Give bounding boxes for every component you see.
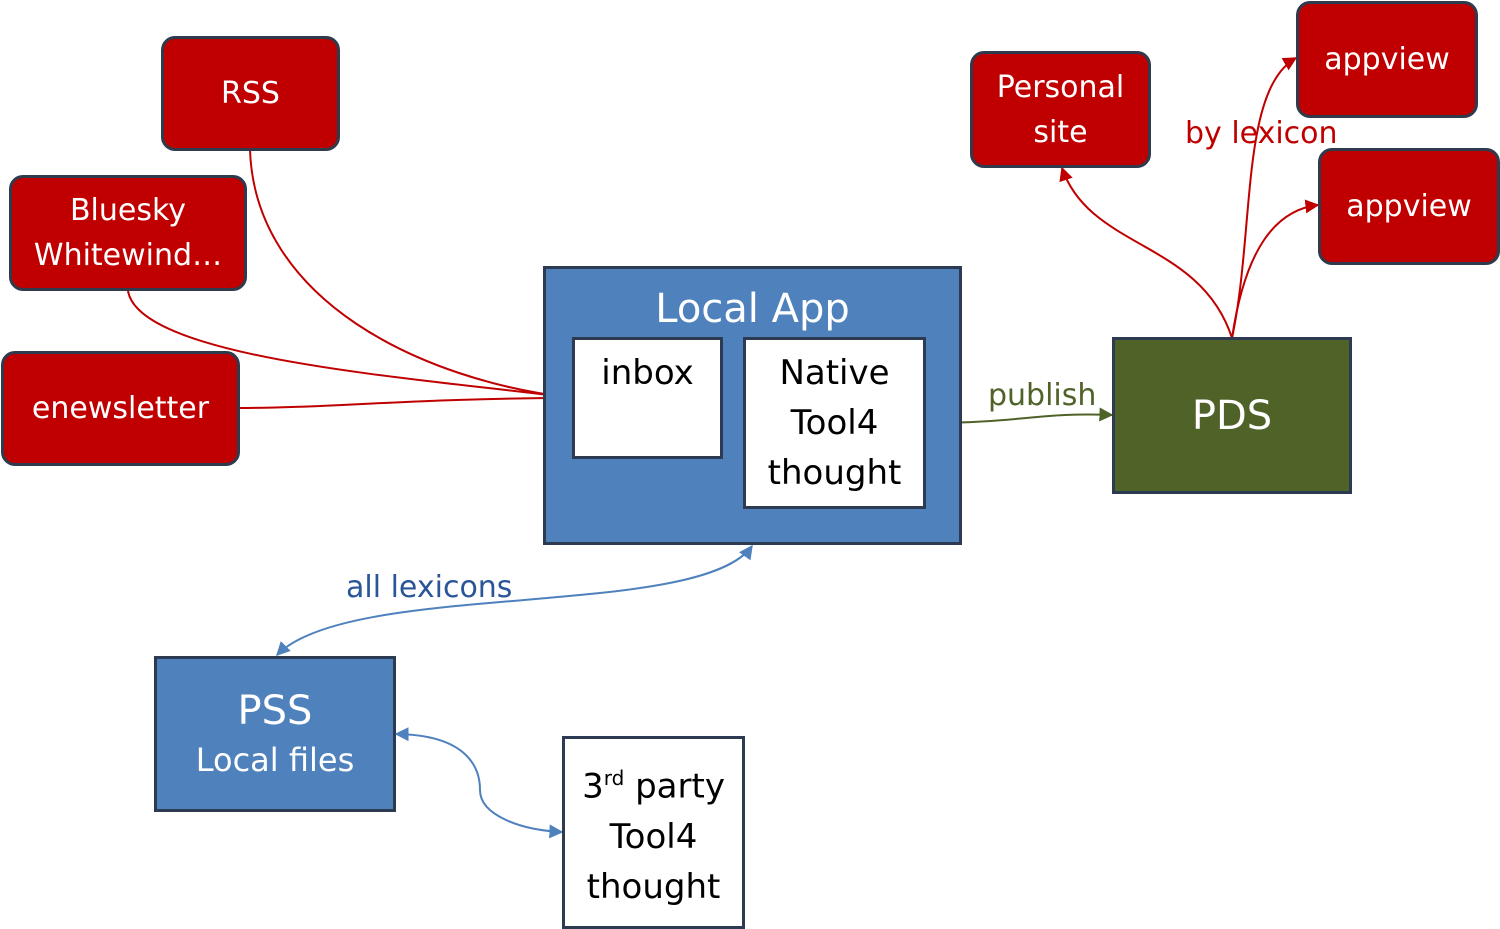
rss-to-inbox-arrow [249, 149, 574, 404]
enewsletter-node: enewsletter [1, 351, 240, 466]
pss-title: PSS [237, 688, 313, 734]
third-party-ordinal: rd [603, 766, 625, 791]
bluesky-node: Bluesky Whitewind… [9, 175, 247, 291]
by-lexicon-label: by lexicon [1185, 116, 1338, 151]
pds-to-appview-bottom-arrow [1231, 199, 1320, 339]
pds-to-personal-site-arrow [1059, 166, 1233, 339]
bluesky-to-inbox-arrow [127, 290, 574, 404]
native-tool-box: Native Tool4 thought [743, 337, 926, 509]
native-tool-line-1: Native [779, 353, 890, 393]
appview-top-label: appview [1324, 42, 1450, 77]
appview-top-node: appview [1296, 1, 1478, 118]
third-party-line-3: thought [586, 866, 721, 907]
appview-bottom-label: appview [1346, 189, 1472, 224]
pss-box: PSS Local files [154, 656, 396, 812]
enewsletter-label: enewsletter [31, 391, 210, 426]
inbox-box: inbox [572, 337, 723, 459]
personal-site-line-1: Personal [996, 69, 1125, 105]
pss-subtitle: Local files [195, 741, 355, 779]
publish-label: publish [988, 378, 1097, 413]
bluesky-label-line-1: Bluesky [69, 193, 187, 228]
inbox-label: inbox [601, 353, 694, 393]
pss-to-third-party-arrow [394, 727, 564, 839]
third-party-line-2: Tool4 [609, 816, 698, 857]
rss-node: RSS [161, 36, 340, 151]
pds-box: PDS [1112, 337, 1352, 494]
pds-to-appview-top-arrow [1231, 57, 1298, 339]
appview-bottom-node: appview [1318, 148, 1500, 265]
local-app-to-pss-arrow [276, 544, 753, 657]
pds-label: PDS [1191, 392, 1273, 439]
enewsletter-to-inbox-arrow [239, 391, 574, 409]
native-tool-line-2: Tool4 [790, 403, 879, 443]
personal-site-node: Personal site [970, 51, 1151, 168]
third-party-word: party [624, 766, 725, 807]
rss-label: RSS [221, 76, 280, 111]
personal-site-line-2: site [1033, 114, 1088, 150]
native-tool-line-3: thought [767, 453, 902, 493]
bluesky-label-line-2: Whitewind… [33, 238, 223, 273]
third-party-line-1: 3rd party [582, 753, 725, 811]
third-party-box: 3rd party Tool4 thought [562, 736, 745, 929]
all-lexicons-label: all lexicons [346, 570, 513, 605]
third-party-number: 3 [582, 766, 604, 807]
local-app-title: Local App [655, 286, 850, 332]
